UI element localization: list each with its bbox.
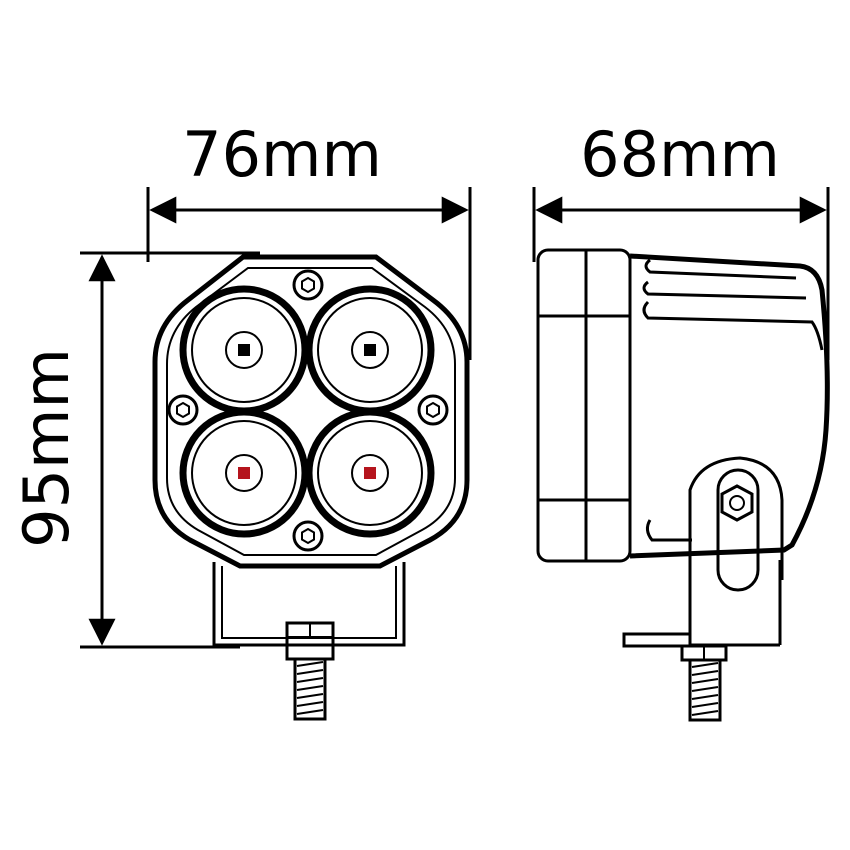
depth-dimension-label: 68mm — [580, 118, 780, 191]
front-mount-bracket — [212, 562, 406, 647]
led-lens-top-left — [179, 285, 309, 415]
led-lens-bottom-left — [179, 408, 309, 538]
side-mount-bolt — [680, 644, 728, 722]
depth-dimension-line — [532, 187, 830, 360]
front-housing-inner — [166, 267, 456, 556]
screw-left — [167, 394, 199, 426]
led-lens-bottom-right — [305, 408, 435, 538]
led-chip — [364, 467, 376, 479]
led-chip — [238, 467, 250, 479]
screw-right — [417, 394, 449, 426]
side-housing — [629, 253, 830, 559]
side-view — [536, 248, 830, 722]
led-chip — [364, 344, 376, 356]
height-dimension-label: 95mm — [10, 348, 83, 548]
mount-slot — [716, 468, 760, 592]
cooling-fins — [642, 258, 824, 351]
front-housing-outer — [152, 254, 470, 569]
front-view — [152, 254, 470, 721]
width-dimension-line — [146, 187, 472, 360]
led-chip — [238, 344, 250, 356]
side-mount-arm — [688, 456, 784, 645]
front-mount-bolt — [285, 621, 335, 721]
screw-bottom — [292, 520, 324, 552]
led-lens-top-right — [305, 285, 435, 415]
height-dimension-line — [80, 251, 260, 649]
width-dimension-label: 76mm — [182, 118, 382, 191]
side-pivot-bolt — [720, 484, 754, 522]
screw-top — [292, 269, 324, 301]
side-bezel — [536, 248, 632, 563]
side-base-plate — [622, 632, 692, 648]
